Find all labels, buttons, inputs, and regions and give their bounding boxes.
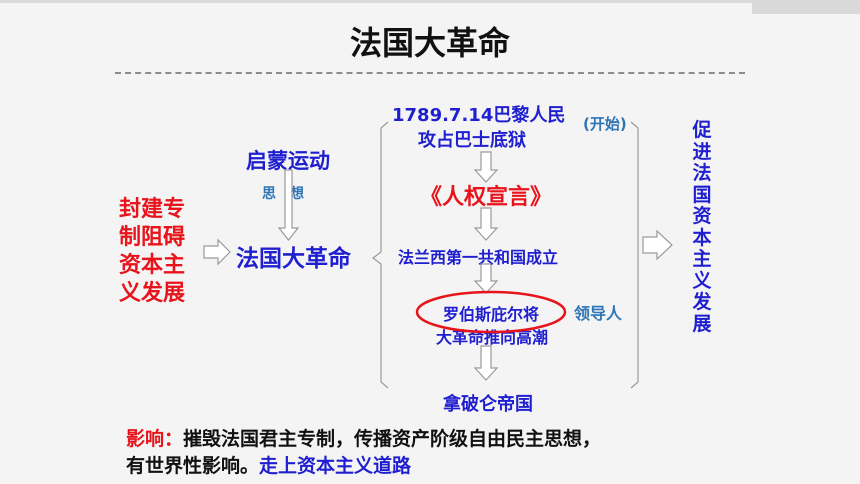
top-accent-bar [0,0,860,3]
arrow-down-icon [473,263,499,294]
arrow-right-icon [642,229,673,261]
event-napoleon-empire: 拿破仑帝国 [443,394,533,415]
result-vertical-text: 促进法国资本主义发展 [692,119,712,335]
arrow-down-icon [277,169,300,241]
title-divider [115,72,745,74]
arrow-down-icon [473,151,499,183]
corner-decoration [752,0,860,14]
cause-line: 资本主 [119,253,186,278]
center-node-french-revolution: 法国大革命 [236,246,351,272]
impact-text1: 摧毁法国君主专制，传播资产阶级自由民主思想， [183,428,602,450]
impact-text2: 有世界性影响。 [126,455,260,477]
impact-line2: 有世界性影响。走上资本主义道路 [126,451,411,478]
event-first-republic: 法兰西第一共和国成立 [398,248,559,267]
arrow-right-icon [203,238,231,266]
thought-label: 思 想 [262,186,304,202]
impact-highlight: 走上资本主义道路 [259,455,412,477]
impact-line1: 影响：摧毁法国君主专制，传播资产阶级自由民主思想， [126,424,601,451]
event-bastille-line2: 攻占巴士底狱 [418,130,526,151]
impact-label: 影响： [126,428,184,450]
event-robespierre-line2: 大革命推向高潮 [436,328,549,347]
leader-tag: 领导人 [574,304,623,323]
event-rights-declaration: 《人权宣言》 [420,185,553,210]
event-robespierre-line1: 罗伯斯庇尔将 [443,305,540,324]
start-tag: (开始) [583,115,627,133]
page-title: 法国大革命 [349,24,510,62]
left-bracket [372,121,389,389]
cause-line: 制阻碍 [119,225,186,250]
cause-text: 封建专 制阻碍 资本主 义发展 [119,196,185,308]
enlightenment-label: 启蒙运动 [246,149,330,173]
cause-line: 封建专 [119,197,186,222]
arrow-down-icon [473,207,499,241]
cause-line: 义发展 [119,281,186,306]
right-bracket [630,121,639,389]
arrow-down-icon [473,345,499,381]
event-bastille-line1: 1789.7.14巴黎人民 [392,105,566,126]
